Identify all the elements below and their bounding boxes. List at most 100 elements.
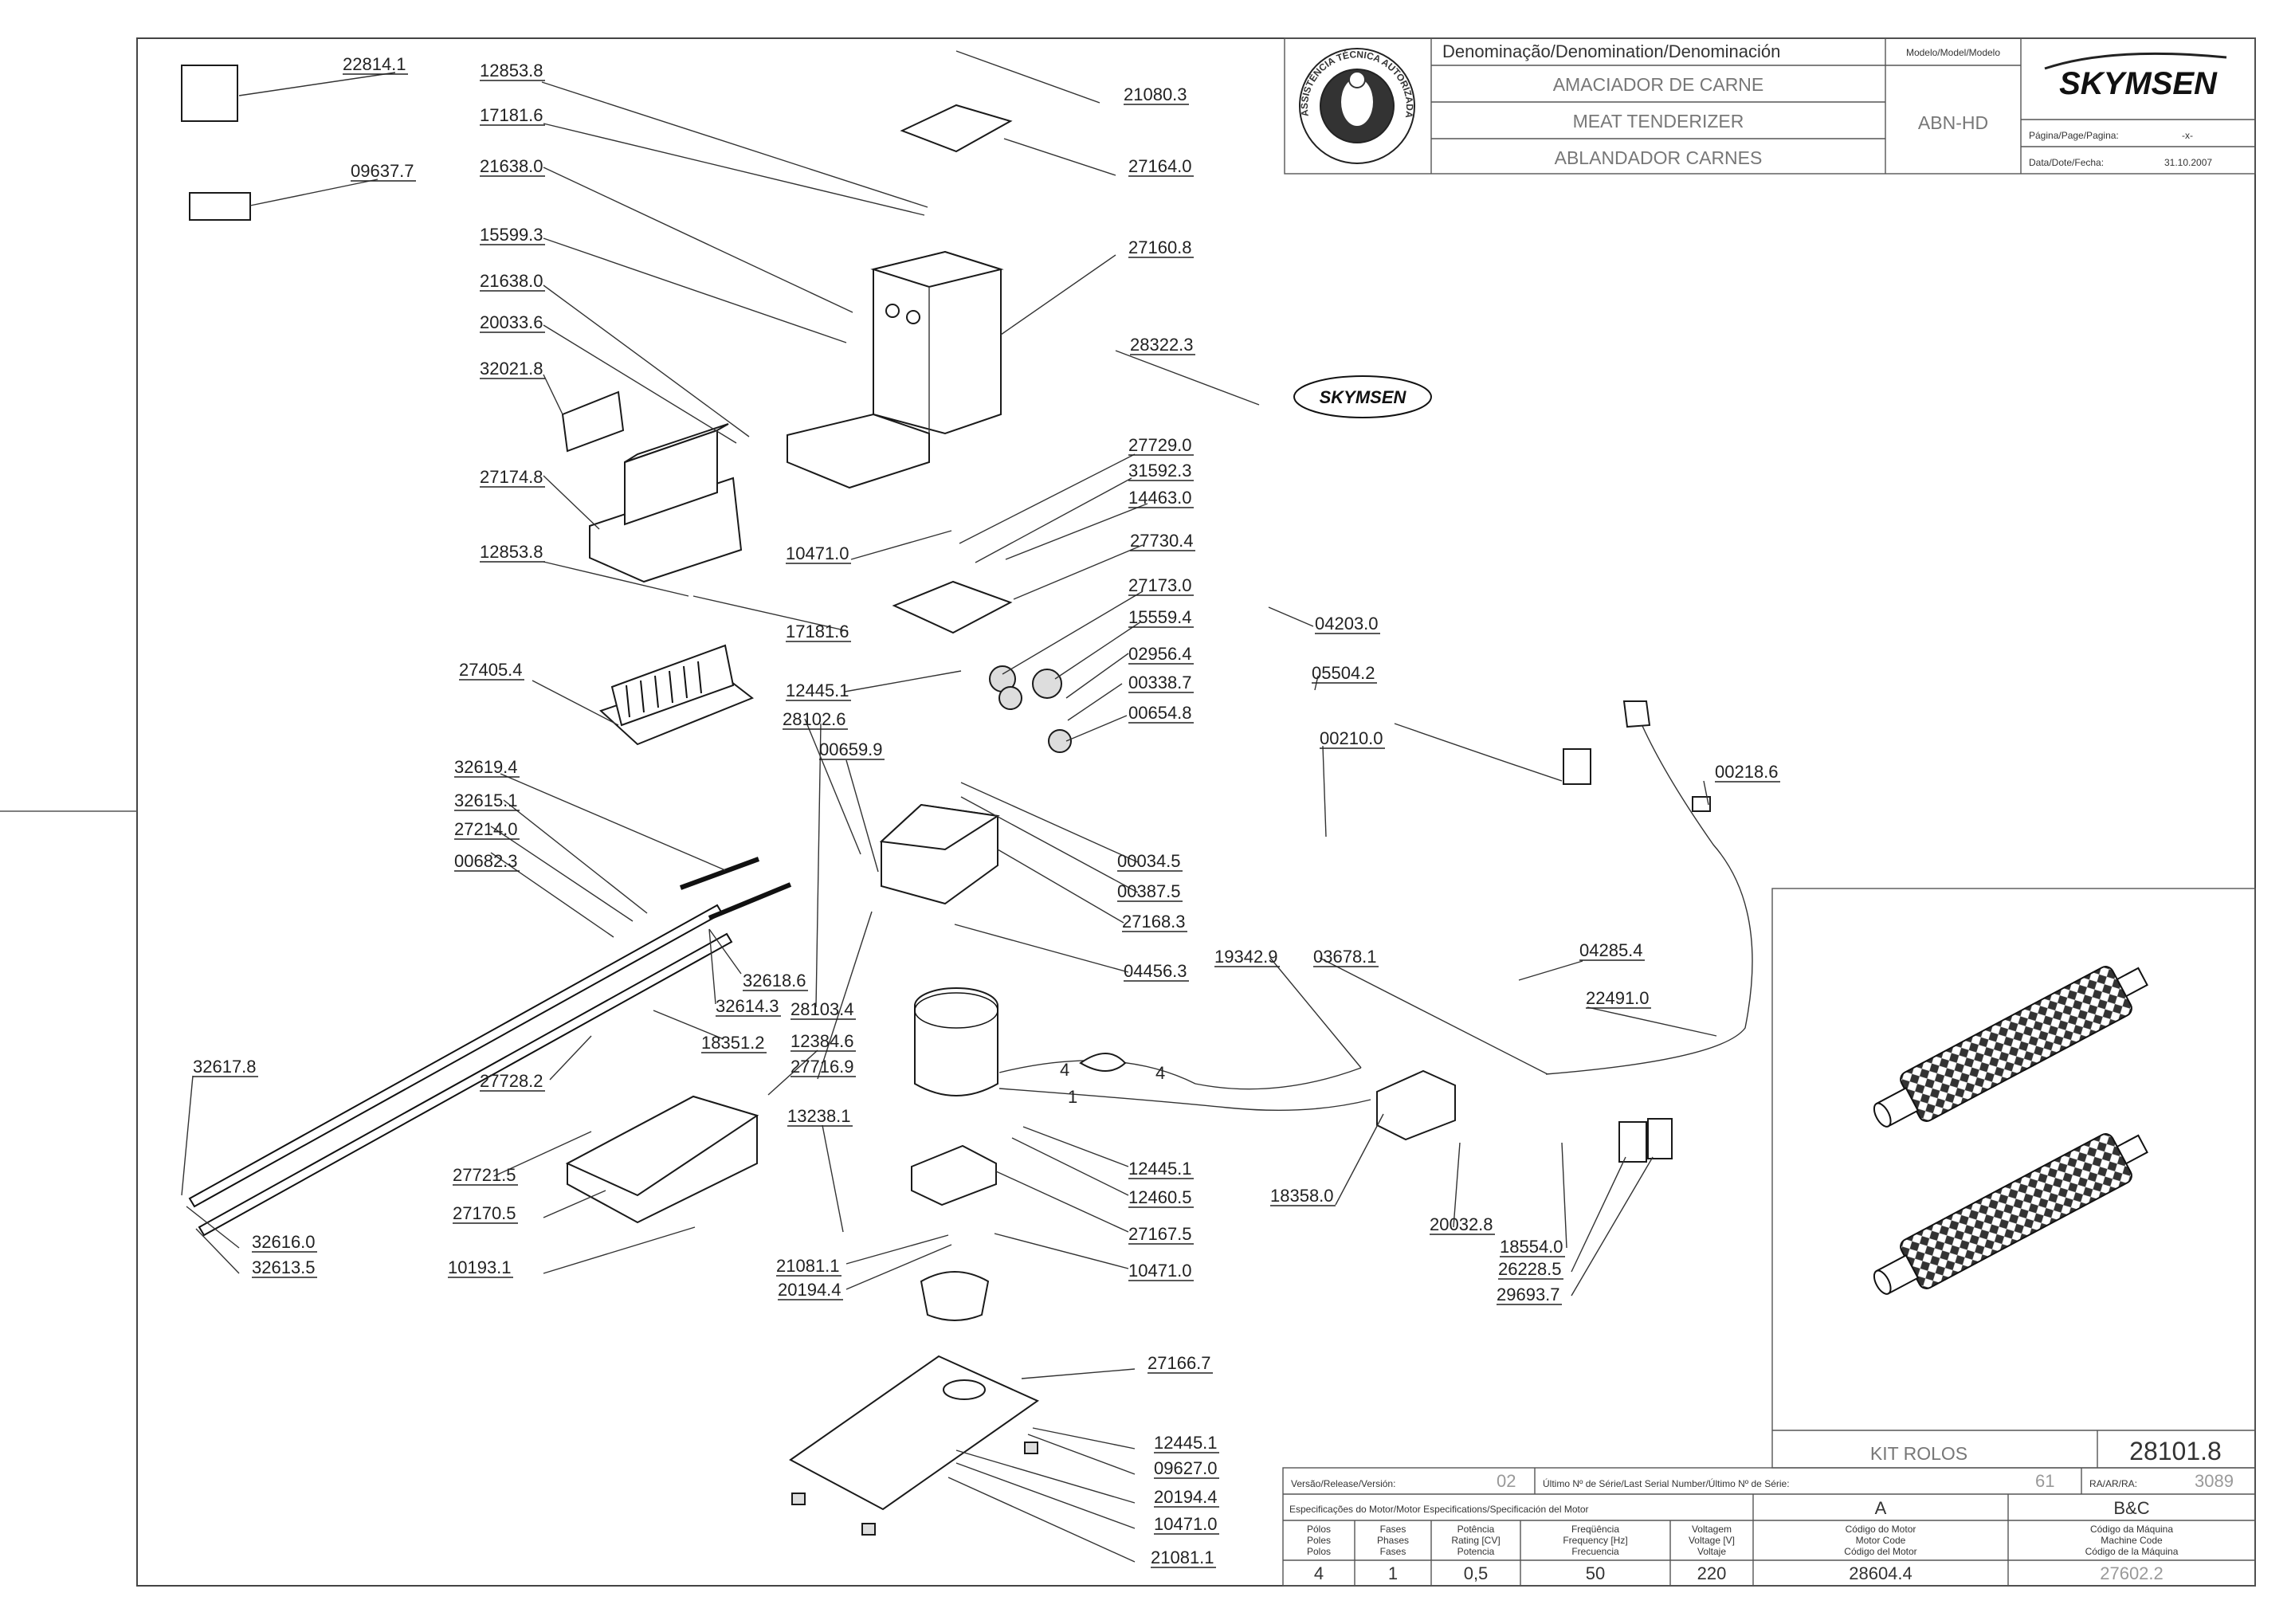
part-label: 20194.4 [778, 1280, 843, 1300]
part-label: 19342.9 [1214, 947, 1280, 967]
part-label: 03678.1 [1313, 947, 1379, 967]
part-label: 27729.0 [1128, 435, 1194, 456]
spec-header-machine-code: Código da Máquina Machine Code Código de… [2085, 1524, 2179, 1557]
svg-text:27170.5: 27170.5 [453, 1203, 516, 1223]
part-label: 32616.0 [252, 1232, 317, 1253]
svg-text:28322.3: 28322.3 [1130, 335, 1194, 355]
kit-label: KIT ROLOS [1870, 1443, 1967, 1464]
svg-text:12445.1: 12445.1 [1154, 1433, 1218, 1453]
svg-text:Voltagem: Voltagem [1692, 1524, 1732, 1535]
svg-text:10471.0: 10471.0 [1128, 1261, 1192, 1281]
part-label: 09627.0 [1154, 1458, 1219, 1479]
part-label: 00034.5 [1117, 851, 1183, 872]
part-label: 15599.3 [480, 225, 545, 245]
spec-header-rating: Potência Rating [CV] Potencia [1451, 1524, 1500, 1557]
kit-code: 28101.8 [2129, 1437, 2222, 1465]
part-label: 12445.1 [786, 681, 851, 701]
svg-text:12460.5: 12460.5 [1128, 1187, 1192, 1207]
wire-labels: 4 4 1 [1060, 1060, 1165, 1107]
part-label: 12460.5 [1128, 1187, 1194, 1208]
svg-text:31592.3: 31592.3 [1128, 461, 1192, 481]
svg-text:32613.5: 32613.5 [252, 1257, 316, 1277]
svg-text:02956.4: 02956.4 [1128, 644, 1192, 664]
svg-text:27166.7: 27166.7 [1148, 1353, 1211, 1373]
svg-text:32021.8: 32021.8 [480, 359, 543, 379]
part-label: 28322.3 [1130, 335, 1195, 355]
svg-text:Pólos: Pólos [1307, 1524, 1331, 1535]
svg-text:15599.3: 15599.3 [480, 225, 543, 245]
leader-lines [181, 50, 1717, 1563]
part-label: 17181.6 [480, 105, 545, 126]
svg-text:27728.2: 27728.2 [480, 1071, 543, 1091]
part-label: 27167.5 [1128, 1224, 1194, 1245]
spec-value-rating: 0,5 [1464, 1563, 1489, 1583]
date-label: Data/Dote/Fecha: [2029, 157, 2104, 168]
part-label: 18351.2 [701, 1033, 767, 1053]
svg-text:14463.0: 14463.0 [1128, 488, 1192, 508]
spec-value-motor-code: 28604.4 [1849, 1563, 1912, 1583]
part-label: 17181.6 [786, 622, 851, 642]
svg-text:28103.4: 28103.4 [790, 999, 854, 1019]
brand-logo-text: SKYMSEN [2059, 66, 2218, 101]
svg-text:32619.4: 32619.4 [454, 757, 518, 777]
svg-text:Código de la Máquina: Código de la Máquina [2085, 1546, 2179, 1557]
svg-text:27730.4: 27730.4 [1130, 531, 1194, 551]
svg-text:15559.4: 15559.4 [1128, 607, 1192, 627]
title-block: ASSISTÊNCIA TÉCNICA AUTORIZADA Denominaç… [1284, 37, 2256, 175]
svg-text:Fases: Fases [1380, 1524, 1406, 1535]
spec-value-voltage: 220 [1697, 1563, 1727, 1583]
part-label: 32614.3 [716, 996, 781, 1017]
svg-text:Motor Code: Motor Code [1856, 1535, 1906, 1546]
svg-text:27168.3: 27168.3 [1122, 912, 1186, 932]
svg-text:18351.2: 18351.2 [701, 1033, 765, 1053]
part-label: 21638.0 [480, 271, 545, 292]
svg-text:Phases: Phases [1377, 1535, 1409, 1546]
part-label: 26228.5 [1498, 1259, 1563, 1280]
part-label: 10193.1 [448, 1257, 513, 1278]
name-en: MEAT TENDERIZER [1573, 111, 1744, 131]
svg-text:Potência: Potência [1457, 1524, 1495, 1535]
svg-text:32618.6: 32618.6 [743, 971, 806, 990]
part-label: 00659.9 [819, 739, 885, 760]
svg-text:18358.0: 18358.0 [1270, 1186, 1334, 1206]
svg-text:04285.4: 04285.4 [1579, 940, 1643, 960]
model-value: ABN-HD [1918, 112, 1988, 133]
part-label: 27730.4 [1130, 531, 1195, 551]
svg-text:10193.1: 10193.1 [448, 1257, 512, 1277]
part-label: 20033.6 [480, 312, 545, 333]
svg-text:27160.8: 27160.8 [1128, 237, 1192, 257]
svg-text:12853.8: 12853.8 [480, 61, 543, 80]
svg-text:00659.9: 00659.9 [819, 739, 883, 759]
skymsen-logo: SKYMSEN [2044, 52, 2227, 101]
spec-header-motor-code: Código do Motor Motor Code Código del Mo… [1844, 1524, 1916, 1557]
svg-text:Potencia: Potencia [1457, 1546, 1495, 1557]
svg-text:Código del Motor: Código del Motor [1844, 1546, 1916, 1557]
part-label: 27405.4 [459, 660, 524, 681]
part-label: 32619.4 [454, 757, 520, 778]
svg-text:20033.6: 20033.6 [480, 312, 543, 332]
svg-text:19342.9: 19342.9 [1214, 947, 1278, 967]
svg-text:27405.4: 27405.4 [459, 660, 523, 680]
release-value: 02 [1497, 1471, 1516, 1491]
spec-header-phases: Fases Phases Fases [1377, 1524, 1409, 1557]
column-a-label: A [1875, 1498, 1887, 1518]
wire-label: 4 [1155, 1063, 1165, 1083]
svg-text:00034.5: 00034.5 [1117, 851, 1181, 871]
part-label: 00210.0 [1320, 728, 1385, 749]
part-label: 18554.0 [1500, 1237, 1565, 1257]
part-label: 21638.0 [480, 156, 545, 177]
svg-text:Voltaje: Voltaje [1697, 1546, 1726, 1557]
svg-text:21638.0: 21638.0 [480, 156, 543, 176]
part-label: 27164.0 [1128, 156, 1194, 177]
part-label: 22814.1 [343, 54, 408, 75]
part-label: 27166.7 [1148, 1353, 1213, 1374]
part-label: 27170.5 [453, 1203, 518, 1224]
svg-text:12853.8: 12853.8 [480, 542, 543, 562]
part-label: 05504.2 [1312, 663, 1377, 684]
part-label: 04456.3 [1124, 961, 1189, 982]
drawing-frame [0, 37, 2256, 1587]
part-label: 28102.6 [783, 709, 848, 730]
part-number-labels: 22814.1 09637.7 12853.8 17181.6 21638.0 … [193, 54, 1780, 1568]
svg-text:Frecuencia: Frecuencia [1571, 1546, 1619, 1557]
part-label: 27173.0 [1128, 575, 1194, 596]
